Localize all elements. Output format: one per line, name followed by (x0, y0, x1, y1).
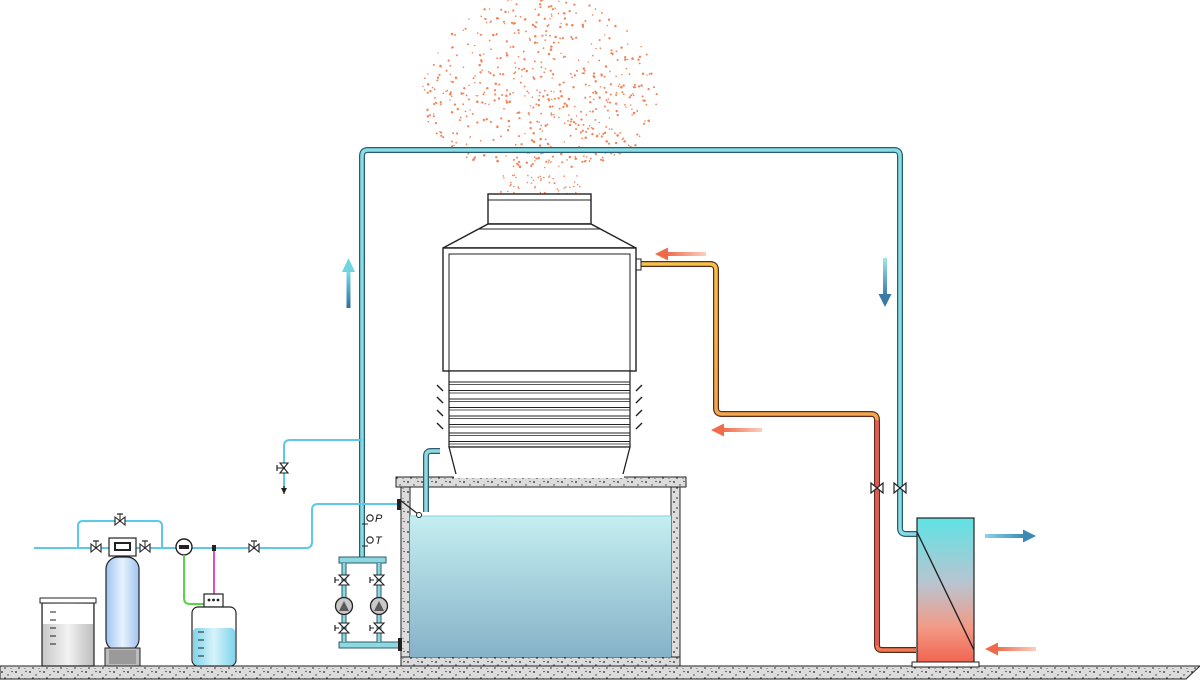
valve-icon[interactable] (276, 462, 290, 474)
valve-icon[interactable] (114, 513, 126, 527)
cooling-tower (436, 193, 643, 479)
hot-return-pipe (640, 261, 916, 653)
basin-wall-right (670, 486, 681, 660)
down-arrow-icon (878, 258, 892, 307)
pump-icon[interactable] (369, 596, 389, 616)
basin-slab (395, 476, 687, 488)
valve-icon[interactable] (870, 481, 884, 495)
up-arrow-icon (342, 258, 355, 308)
pressure-label: P (375, 513, 383, 525)
tower-casing (442, 247, 637, 372)
pump-icon[interactable] (334, 596, 354, 616)
dosing-line-green (183, 555, 206, 605)
right-arrow-icon (985, 529, 1036, 543)
valve-icon[interactable] (248, 540, 260, 554)
ground-slab (0, 665, 1200, 680)
gauge-icon[interactable] (175, 538, 193, 556)
temperature-label: T (375, 535, 383, 547)
left-arrow-icon (985, 642, 1036, 656)
left-arrow-icon (655, 247, 706, 261)
basin-wall-left (400, 486, 411, 660)
tower-louvers (448, 370, 631, 448)
valve-icon[interactable] (893, 481, 907, 495)
valve-icon[interactable] (334, 622, 351, 634)
fan-stack (487, 193, 592, 225)
basin-water (410, 516, 671, 657)
valve-icon[interactable] (334, 574, 351, 586)
valve-icon[interactable] (369, 574, 386, 586)
blowdown-line (283, 439, 362, 492)
steam-plume (422, 0, 658, 198)
float-valve[interactable] (399, 499, 419, 515)
left-arrow-icon (711, 423, 762, 437)
pressure-gauge[interactable]: P (362, 513, 383, 525)
valve-icon[interactable] (90, 540, 102, 554)
brine-beaker (39, 597, 97, 667)
valve-icon[interactable] (139, 540, 151, 554)
basin-floor (400, 656, 681, 667)
temperature-gauge[interactable]: T (362, 535, 383, 547)
makeup-water-line (34, 503, 400, 549)
valve-icon[interactable] (369, 622, 386, 634)
filter-column (105, 556, 140, 652)
